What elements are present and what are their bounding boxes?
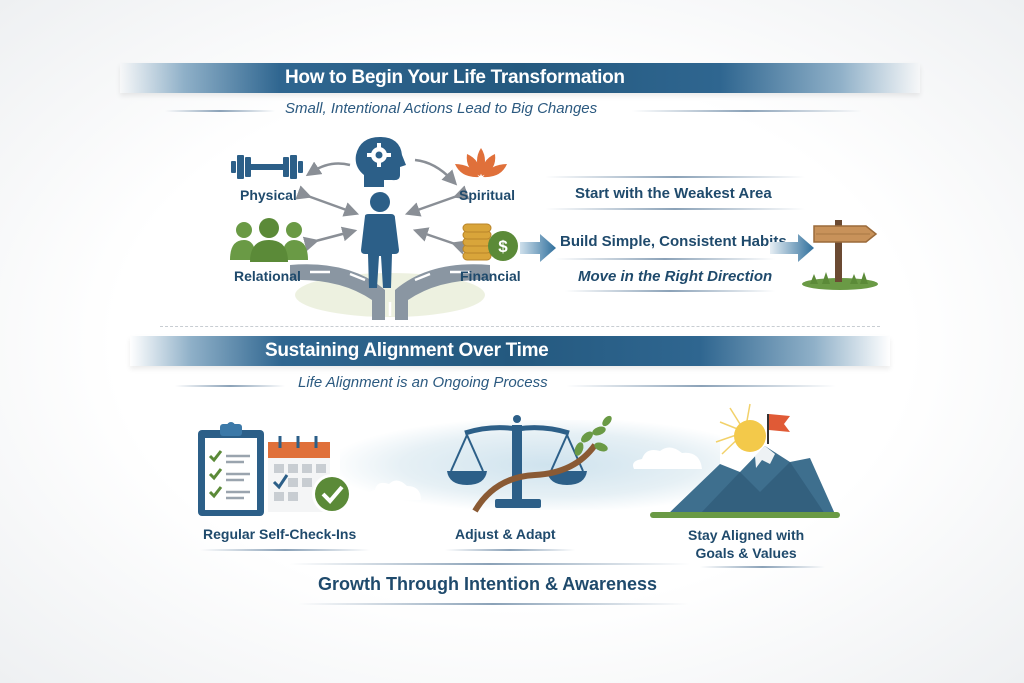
subtitle2-rule-right bbox=[566, 385, 836, 387]
step-right-direction: Move in the Right Direction bbox=[578, 268, 773, 285]
crossroads-icon bbox=[290, 264, 490, 320]
section1-subtitle: Small, Intentional Actions Lead to Big C… bbox=[285, 100, 598, 117]
step-build-habits: Build Simple, Consistent Habits bbox=[560, 233, 787, 250]
step-rule-2 bbox=[555, 258, 775, 260]
footer-rule-top bbox=[290, 563, 690, 565]
person-icon bbox=[361, 192, 399, 288]
item-rule-3 bbox=[700, 566, 825, 568]
brain-gear-icon bbox=[355, 137, 406, 187]
step-weakest-area: Start with the Weakest Area bbox=[575, 185, 772, 202]
section2-banner: Sustaining Alignment Over Time bbox=[130, 336, 890, 366]
cloud-icon-2 bbox=[633, 447, 702, 469]
item-label-stay-aligned-line1: Stay Aligned with bbox=[688, 527, 805, 543]
step-rule-bottom bbox=[565, 290, 775, 292]
connector-arrows bbox=[295, 158, 470, 255]
arrow-right-icon-2 bbox=[770, 234, 814, 262]
item-rule-1 bbox=[200, 549, 370, 551]
item-label-adjust-adapt: Adjust & Adapt bbox=[455, 526, 556, 542]
item-rule-2 bbox=[445, 549, 575, 551]
subtitle-rule-right bbox=[632, 110, 862, 112]
area-label-physical: Physical bbox=[240, 187, 297, 203]
section2-title: Sustaining Alignment Over Time bbox=[265, 340, 549, 361]
area-label-spiritual: Spiritual bbox=[459, 187, 516, 203]
subtitle-rule-left bbox=[165, 110, 275, 112]
area-label-relational: Relational bbox=[234, 268, 301, 284]
area-label-financial: Financial bbox=[460, 268, 521, 284]
item-label-self-check-ins: Regular Self-Check-Ins bbox=[203, 526, 357, 542]
coins-dollar-icon: $ bbox=[462, 223, 518, 261]
footer-rule-bottom bbox=[298, 603, 688, 605]
footer-statement: Growth Through Intention & Awareness bbox=[318, 574, 658, 594]
item-label-stay-aligned: Stay Aligned with Goals & Values bbox=[688, 526, 804, 562]
item-label-stay-aligned-line2: Goals & Values bbox=[695, 545, 797, 561]
balance-scale-branch-icon bbox=[447, 415, 612, 513]
signpost-icon bbox=[802, 220, 878, 290]
step-rule-1 bbox=[545, 208, 805, 210]
clipboard-calendar-check-icon bbox=[198, 422, 352, 516]
section-divider bbox=[160, 326, 880, 327]
svg-text:$: $ bbox=[498, 237, 508, 256]
section2-subtitle: Life Alignment is an Ongoing Process bbox=[298, 374, 548, 391]
subtitle2-rule-left bbox=[175, 385, 285, 387]
cloud-icon bbox=[367, 480, 421, 500]
mountain-flag-sun-icon bbox=[650, 403, 840, 518]
arrow-right-icon bbox=[520, 234, 556, 262]
lotus-icon bbox=[455, 148, 507, 178]
people-group-icon bbox=[230, 218, 308, 262]
dumbbell-icon bbox=[231, 155, 303, 179]
step-rule-top bbox=[545, 176, 805, 178]
section1-title: How to Begin Your Life Transformation bbox=[285, 67, 625, 88]
section1-banner: How to Begin Your Life Transformation bbox=[120, 63, 920, 93]
